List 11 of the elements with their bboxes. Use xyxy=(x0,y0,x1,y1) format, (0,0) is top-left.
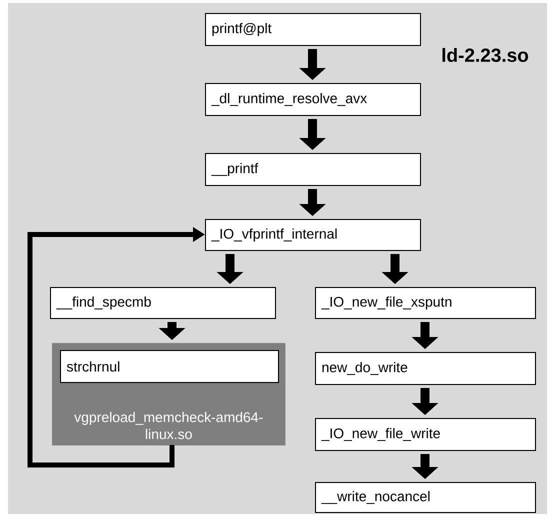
function-box: __printf xyxy=(205,153,421,186)
function-box: _IO_new_file_write xyxy=(315,418,536,451)
function-box: _dl_runtime_resolve_avx xyxy=(205,83,421,116)
function-box: __find_specmb xyxy=(50,287,276,319)
function-box: _IO_vfprintf_internal xyxy=(205,219,421,251)
function-box: new_do_write xyxy=(315,352,536,385)
function-box: __write_nocancel xyxy=(315,482,536,513)
function-box: _IO_new_file_xsputn xyxy=(315,287,536,319)
function-box: strchrnul xyxy=(60,350,279,383)
function-box: printf@plt xyxy=(205,13,421,46)
file-label: ld-2.23.so xyxy=(442,48,528,62)
